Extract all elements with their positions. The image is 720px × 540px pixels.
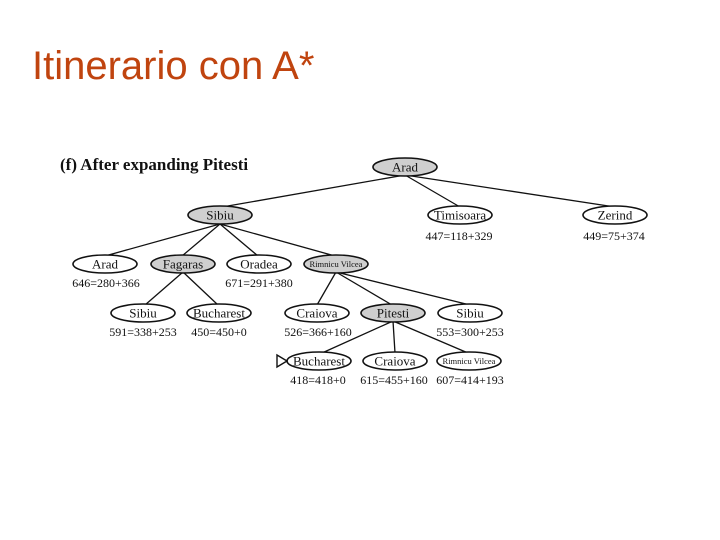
tree-edges bbox=[104, 174, 616, 354]
fvalue-bucharest-l4: 418=418+0 bbox=[290, 373, 346, 387]
node-arad-root: Arad bbox=[372, 157, 438, 177]
edge-sibiu-arad bbox=[104, 223, 221, 257]
edge-arad-zerind bbox=[404, 174, 616, 208]
edge-sibiu-fagaras bbox=[181, 223, 221, 257]
svg-text:Craiova: Craiova bbox=[374, 354, 415, 369]
svg-text:Timisoara: Timisoara bbox=[434, 208, 486, 223]
svg-text:Pitesti: Pitesti bbox=[377, 306, 410, 321]
node-bucharest-l4: Bucharest 418=418+0 bbox=[286, 351, 352, 387]
node-craiova-l3: Craiova 526=366+160 bbox=[284, 303, 352, 339]
node-oradea: Oradea 671=291+380 bbox=[225, 254, 293, 290]
fvalue-craiova-l4: 615=455+160 bbox=[360, 373, 428, 387]
node-timisoara: Timisoara 447=118+329 bbox=[425, 205, 493, 243]
node-rimnicu-l4: Rimnicu Vilcea 607=414+193 bbox=[436, 351, 504, 387]
node-arad-l2: Arad 646=280+366 bbox=[72, 254, 140, 290]
edge-rimnicu-craiova bbox=[316, 271, 337, 306]
svg-text:Sibiu: Sibiu bbox=[129, 306, 157, 321]
fvalue-sibiu-l3b: 553=300+253 bbox=[436, 325, 504, 339]
svg-text:Bucharest: Bucharest bbox=[193, 306, 245, 321]
svg-text:Arad: Arad bbox=[392, 160, 418, 175]
edge-arad-sibiu bbox=[221, 174, 406, 208]
svg-text:Zerind: Zerind bbox=[598, 208, 633, 223]
fvalue-arad-l2: 646=280+366 bbox=[72, 276, 140, 290]
fvalue-oradea: 671=291+380 bbox=[225, 276, 293, 290]
edge-rimnicu-pitesti bbox=[335, 271, 393, 306]
node-bucharest-l3: Bucharest 450=450+0 bbox=[186, 303, 252, 339]
svg-text:Sibiu: Sibiu bbox=[206, 208, 234, 223]
edge-pitesti-bucharest bbox=[321, 320, 394, 354]
fvalue-bucharest-l3: 450=450+0 bbox=[191, 325, 247, 339]
fvalue-craiova-l3: 526=366+160 bbox=[284, 325, 352, 339]
node-sibiu: Sibiu bbox=[187, 205, 253, 225]
svg-text:Arad: Arad bbox=[92, 257, 118, 272]
svg-text:Rimnicu Vilcea: Rimnicu Vilcea bbox=[443, 356, 496, 366]
fvalue-zerind: 449=75+374 bbox=[583, 229, 645, 243]
edge-rimnicu-sibiu bbox=[335, 271, 471, 306]
svg-text:Fagaras: Fagaras bbox=[163, 257, 203, 272]
svg-text:Bucharest: Bucharest bbox=[293, 354, 345, 369]
node-zerind: Zerind 449=75+374 bbox=[582, 205, 648, 243]
fvalue-sibiu-l3: 591=338+253 bbox=[109, 325, 177, 339]
edge-pitesti-craiova bbox=[392, 320, 396, 354]
node-rimnicu-l2: Rimnicu Vilcea bbox=[303, 254, 369, 274]
fvalue-rimnicu-l4: 607=414+193 bbox=[436, 373, 504, 387]
svg-text:Craiova: Craiova bbox=[296, 306, 337, 321]
node-sibiu-l3b: Sibiu 553=300+253 bbox=[436, 303, 504, 339]
svg-text:Rimnicu Vilcea: Rimnicu Vilcea bbox=[310, 259, 363, 269]
slide-title: Itinerario con A* bbox=[32, 44, 315, 88]
node-craiova-l4: Craiova 615=455+160 bbox=[360, 351, 428, 387]
node-sibiu-l3: Sibiu 591=338+253 bbox=[109, 303, 177, 339]
goal-pointer-icon bbox=[276, 353, 289, 369]
edge-sibiu-oradea bbox=[219, 223, 259, 257]
edge-fagaras-sibiu bbox=[144, 271, 184, 306]
edge-arad-timisoara bbox=[404, 174, 461, 208]
node-pitesti: Pitesti bbox=[360, 303, 426, 323]
svg-text:Oradea: Oradea bbox=[240, 257, 278, 272]
edge-fagaras-bucharest bbox=[182, 271, 219, 306]
fvalue-timisoara: 447=118+329 bbox=[425, 229, 492, 243]
edge-sibiu-rimnicu bbox=[219, 223, 336, 257]
svg-text:Sibiu: Sibiu bbox=[456, 306, 484, 321]
diagram-caption: (f) After expanding Pitesti bbox=[60, 155, 248, 174]
edge-pitesti-rimnicu bbox=[392, 320, 469, 354]
node-fagaras: Fagaras bbox=[150, 254, 216, 274]
